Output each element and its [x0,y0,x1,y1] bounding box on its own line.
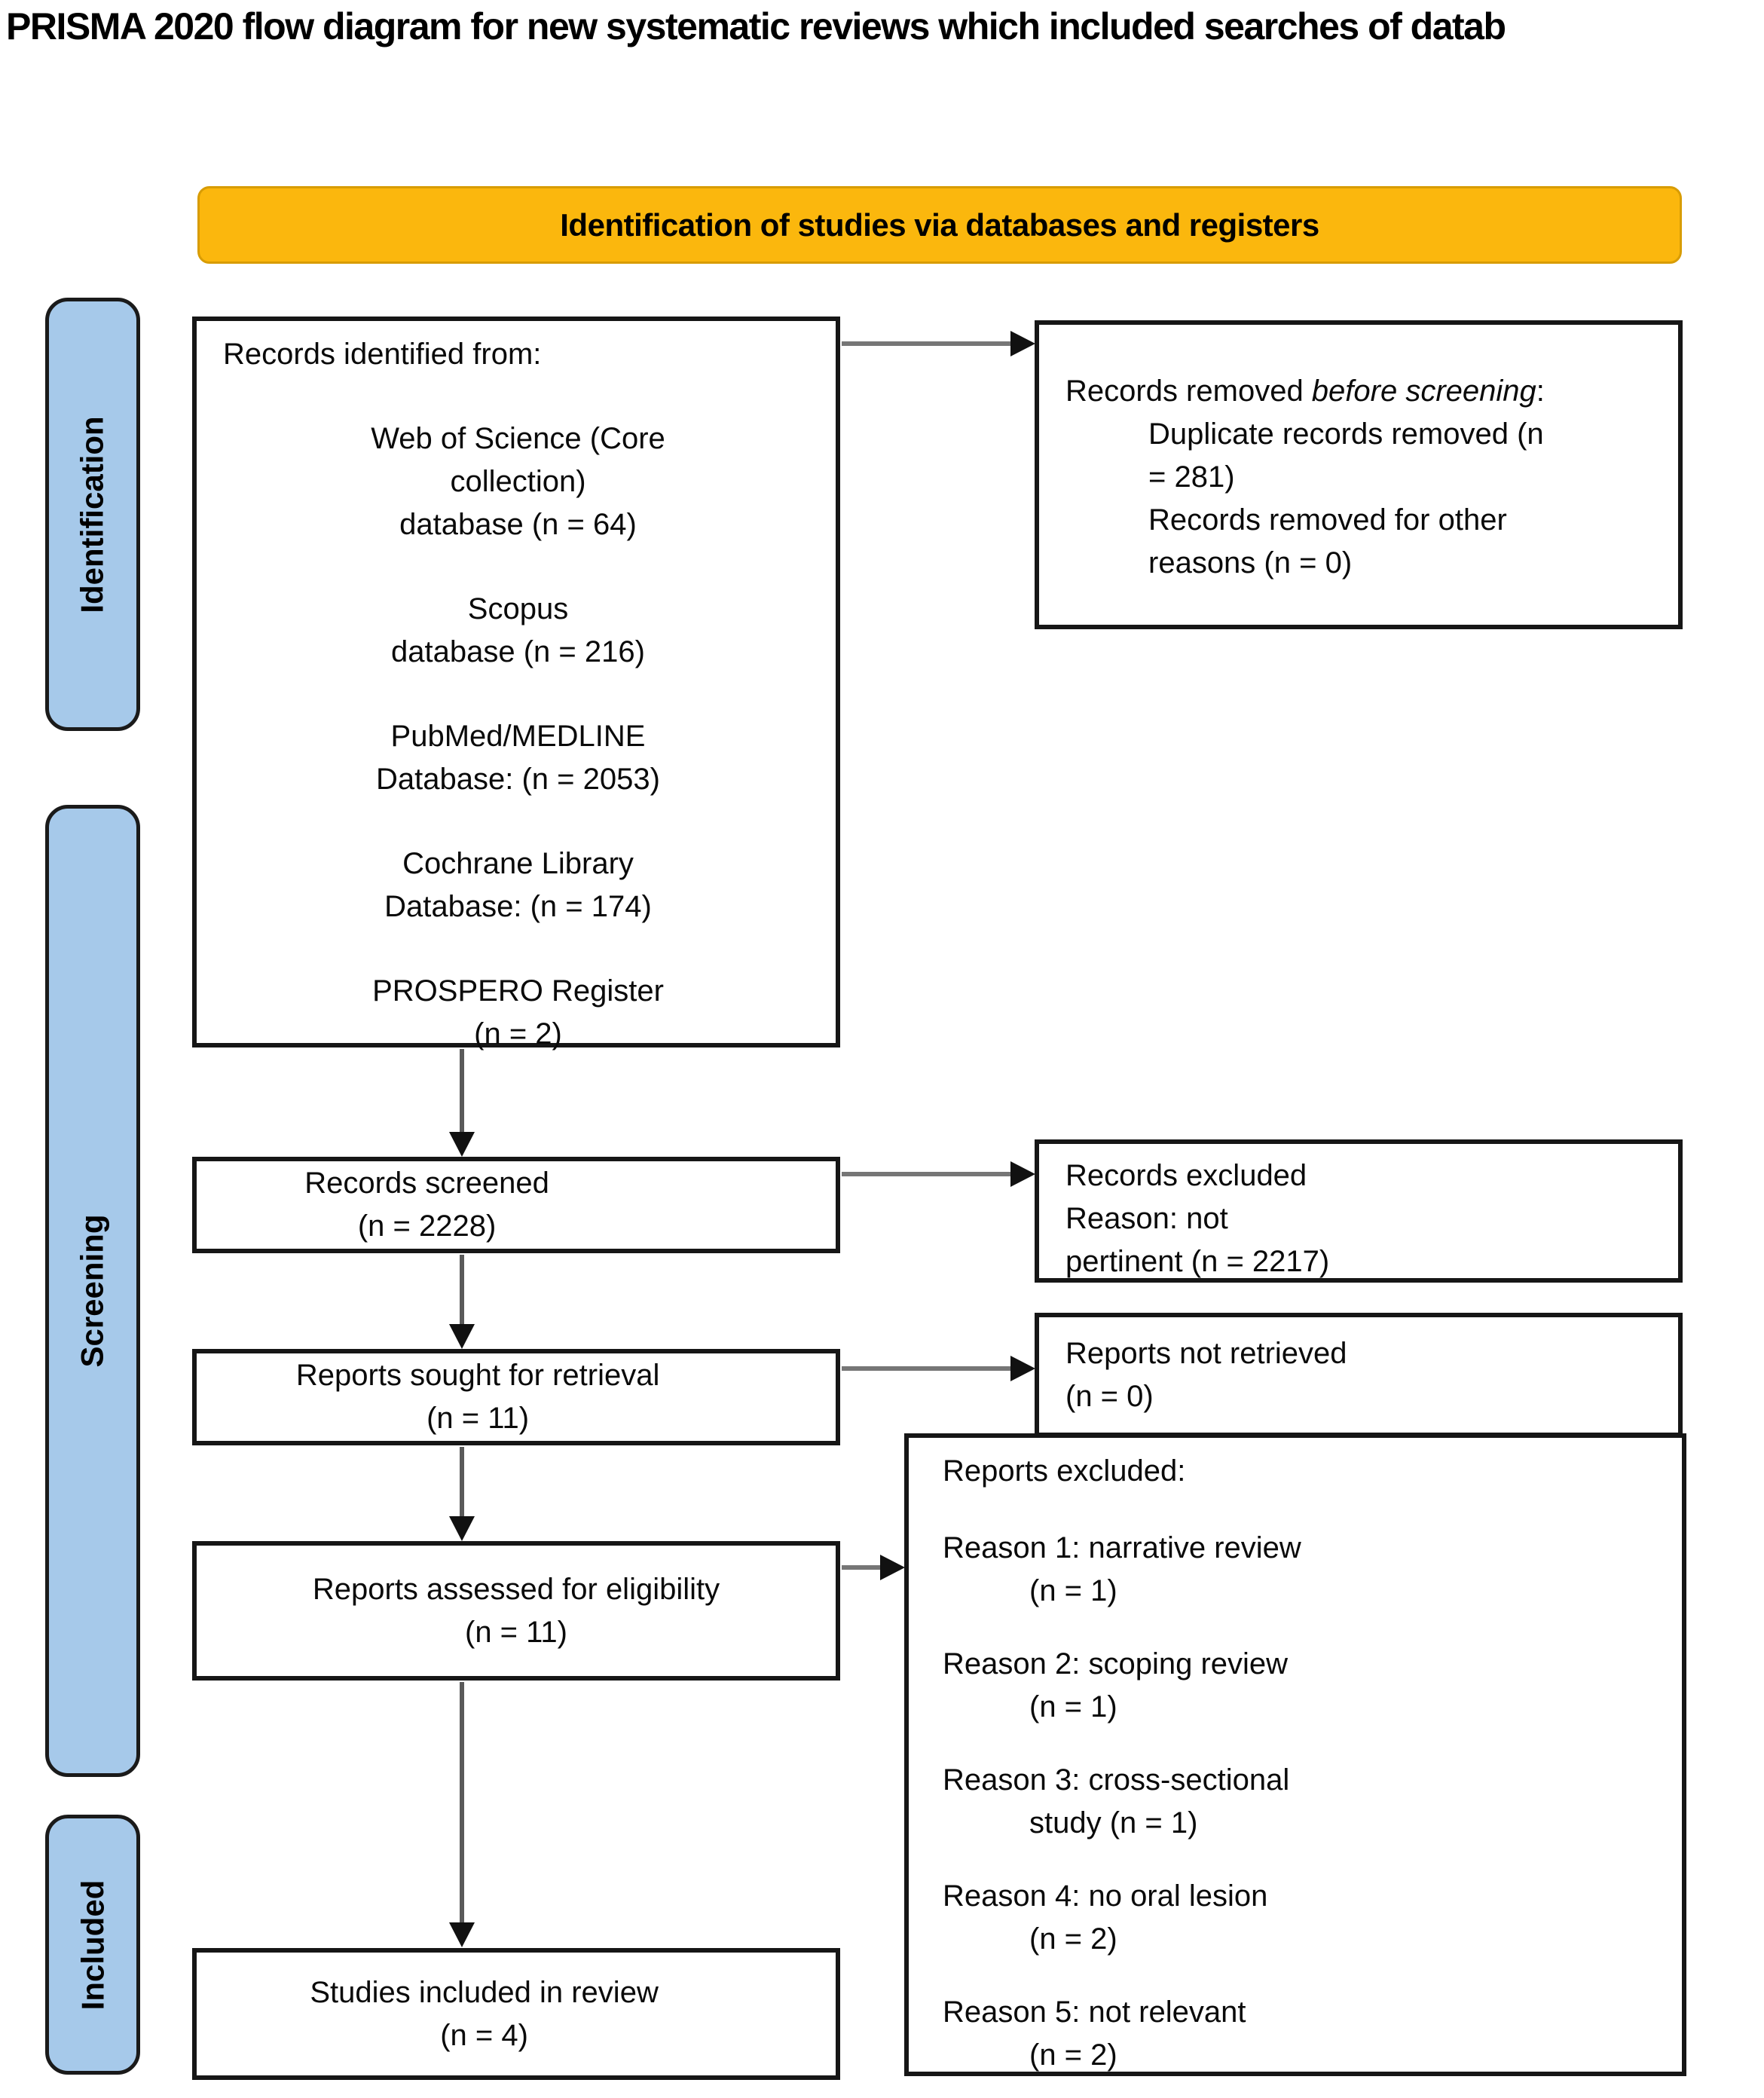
box-records-screened: Records screened (n = 2228) [192,1157,840,1253]
page-title: PRISMA 2020 flow diagram for new systema… [6,5,1506,47]
source-web-of-science: Web of Science (Core collection) databas… [371,422,665,541]
arrow-sought-to-notretrieved-head [1010,1356,1035,1381]
reports-excluded-reason-1: Reason 1: narrative review (n = 1) [943,1531,1301,1607]
box-reports-assessed: Reports assessed for eligibility (n = 11… [192,1541,840,1681]
records-removed-heading-italic: before screening [1311,375,1536,408]
records-removed-item-duplicates: Duplicate records removed (n = 281) [1148,417,1544,494]
identification-banner: Identification of studies via databases … [197,186,1682,264]
banner-label: Identification of studies via databases … [560,206,1319,243]
arrow-assessed-to-reportsexcluded-line [842,1565,881,1570]
arrow-screened-to-sought-line [460,1255,464,1328]
reports-sought-line2: (n = 11) [426,1402,530,1435]
reports-excluded-reason-4: Reason 4: no oral lesion (n = 2) [943,1879,1268,1956]
reports-excluded-heading: Reports excluded: [943,1454,1186,1488]
arrow-identified-to-screened-line [460,1049,464,1136]
box-reports-not-retrieved: Reports not retrieved (n = 0) [1035,1313,1683,1437]
stage-screening: Screening [45,805,140,1777]
arrow-sought-to-notretrieved-line [842,1366,1010,1371]
studies-included-line2: (n = 4) [440,2018,528,2052]
source-pubmed: PubMed/MEDLINE Database: (n = 2053) [376,720,660,796]
box-reports-sought: Reports sought for retrieval (n = 11) [192,1349,840,1445]
box-records-removed: Records removed before screening: Duplic… [1035,320,1683,629]
reports-excluded-reason-5: Reason 5: not relevant (n = 2) [943,1996,1246,2072]
stage-included-label: Included [75,1879,110,2010]
arrow-screened-to-excluded-line [842,1172,1010,1176]
reports-not-retrieved-line2: (n = 0) [1065,1380,1154,1413]
stage-identification: Identification [45,298,140,731]
reports-sought-line1: Reports sought for retrieval [295,1359,660,1392]
arrow-sought-to-assessed-head [449,1516,475,1541]
reports-excluded-reason-2: Reason 2: scoping review (n = 1) [943,1647,1289,1723]
source-scopus: Scopus database (n = 216) [391,592,645,668]
arrow-assessed-to-included-head [449,1922,475,1947]
box-records-excluded: Records excluded Reason: not pertinent (… [1035,1139,1683,1283]
arrow-assessed-to-included-line [460,1682,464,1924]
box-studies-included: Studies included in review (n = 4) [192,1948,840,2080]
records-removed-heading: Records removed before screening: [1065,375,1545,408]
source-cochrane: Cochrane Library Database: (n = 174) [384,847,652,923]
arrow-screened-to-sought-head [449,1324,475,1349]
arrow-identified-to-removed-head [1010,331,1035,356]
reports-assessed-line2: (n = 11) [465,1615,567,1649]
records-excluded-line1: Records excluded [1065,1159,1307,1192]
stage-included: Included [45,1815,140,2075]
stage-identification-label: Identification [75,415,110,613]
arrow-identified-to-removed-line [842,341,1010,346]
records-removed-item-other: Records removed for other reasons (n = 0… [1148,503,1507,580]
source-prospero: PROSPERO Register (n = 2) [372,974,664,1051]
records-identified-heading: Records identified from: [223,338,542,371]
arrow-assessed-to-reportsexcluded-head [880,1555,905,1580]
records-excluded-line3: pertinent (n = 2217) [1065,1245,1330,1278]
stage-screening-label: Screening [75,1214,111,1368]
reports-not-retrieved-line1: Reports not retrieved [1065,1337,1347,1370]
arrow-sought-to-assessed-line [460,1447,464,1520]
records-screened-line1: Records screened [304,1167,549,1200]
reports-assessed-line1: Reports assessed for eligibility [312,1572,720,1606]
box-records-identified: Records identified from: Web of Science … [192,317,840,1051]
records-screened-line2: (n = 2228) [357,1210,497,1243]
reports-excluded-reason-3: Reason 3: cross-sectional study (n = 1) [943,1763,1290,1840]
studies-included-line1: Studies included in review [310,1975,659,2009]
box-reports-excluded: Reports excluded: Reason 1: narrative re… [904,1433,1686,2076]
arrow-screened-to-excluded-head [1010,1161,1035,1187]
arrow-identified-to-screened-head [449,1132,475,1157]
records-excluded-line2: Reason: not [1065,1202,1228,1235]
